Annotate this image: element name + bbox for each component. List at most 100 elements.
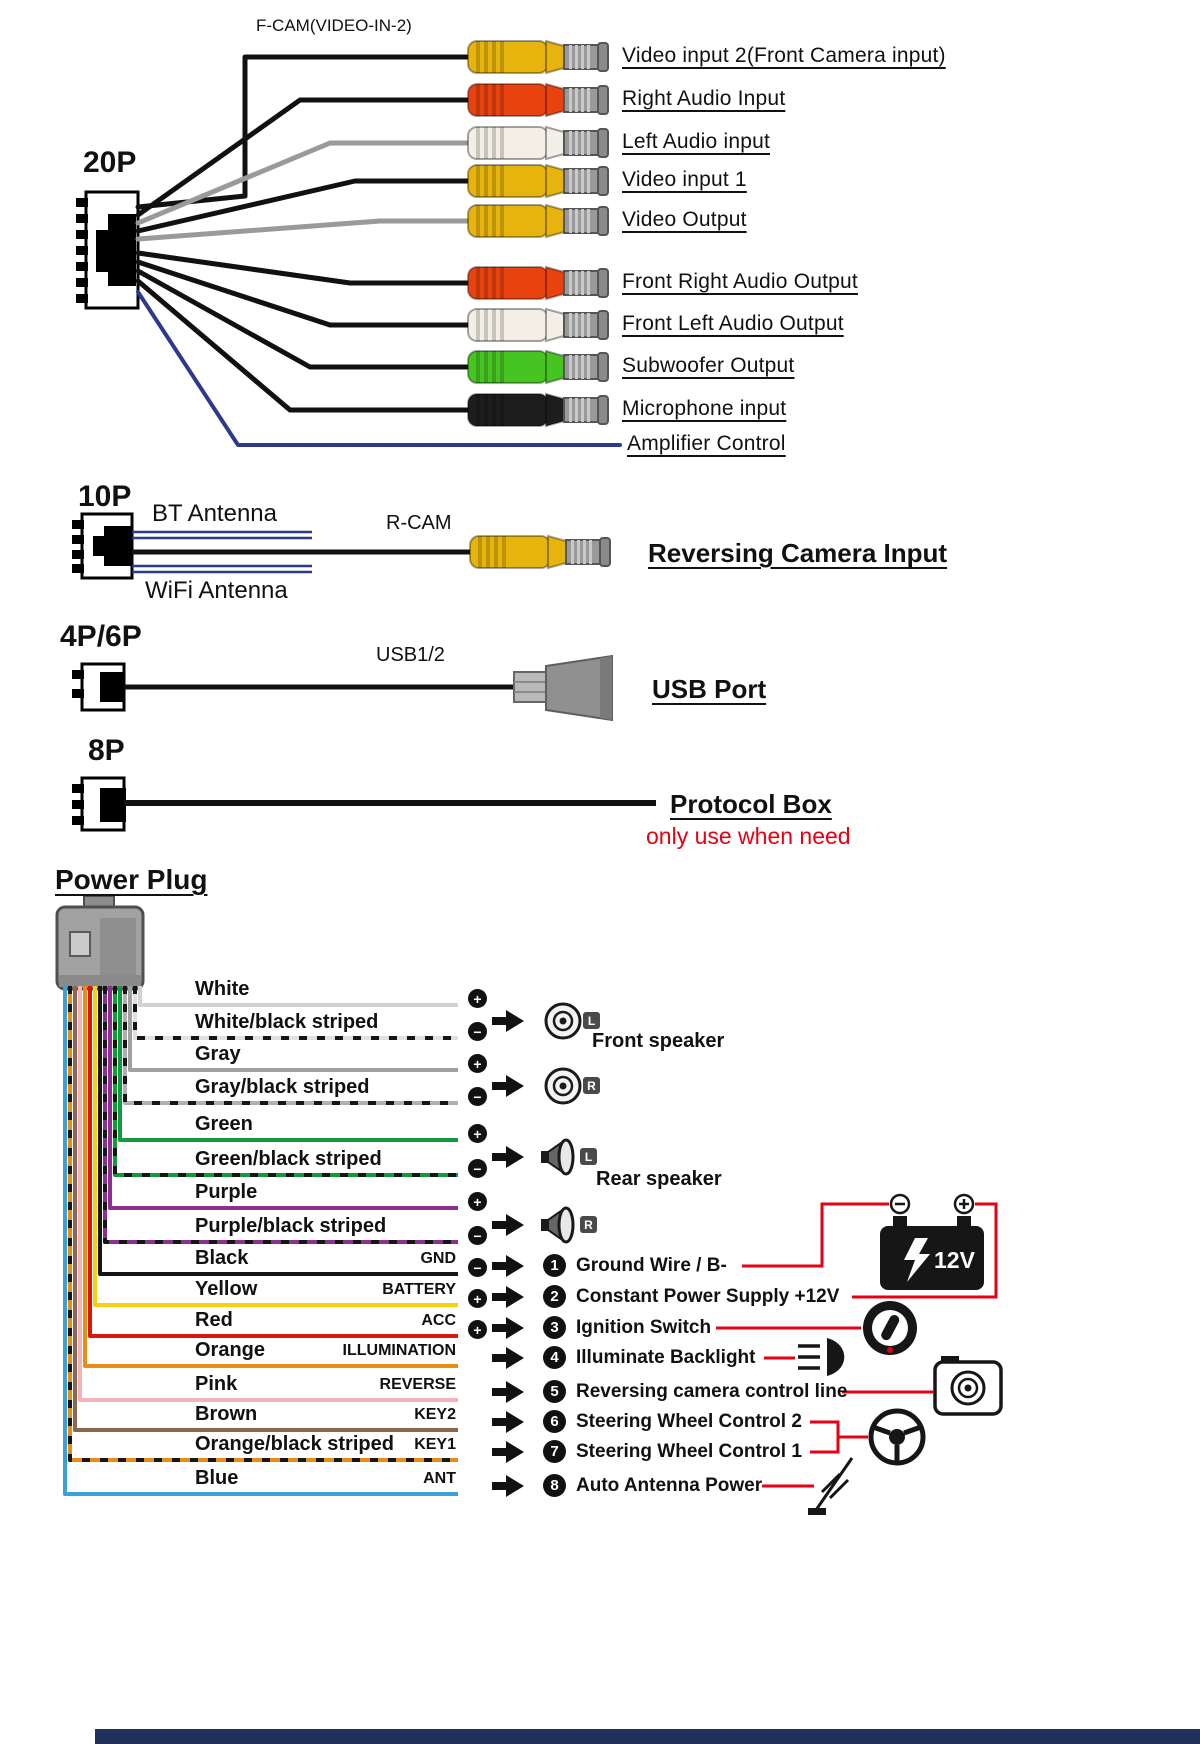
antenna-icon: [808, 1457, 854, 1515]
harness-20p-wires: [135, 54, 622, 447]
rca-left-audio-in-icon: [467, 126, 609, 160]
pin-label-gnd: GND: [420, 1250, 456, 1267]
rear-speaker-left-icon: [539, 1138, 575, 1176]
rca-video-out-icon: [467, 204, 609, 238]
rear-speaker-caption: Rear speaker: [596, 1168, 722, 1190]
power-function-1: 1 Ground Wire / B-: [543, 1254, 727, 1277]
plus-icon: +: [468, 1289, 487, 1308]
jack-label-video-out: Video Output: [622, 208, 747, 231]
rca-subwoofer-out-icon: [467, 350, 609, 384]
wire-label-black: Black: [195, 1247, 249, 1269]
function-label: Ignition Switch: [576, 1316, 712, 1338]
power-function-2: 2 Constant Power Supply +12V: [543, 1285, 839, 1308]
power-plug-title: Power Plug: [55, 864, 208, 895]
minus-icon: −: [468, 1087, 487, 1106]
pin-label-ant: ANT: [423, 1470, 456, 1487]
jack-label-video-in1: Video input 1: [622, 168, 747, 191]
battery-label: 12V: [934, 1247, 976, 1273]
pin-label-key1: KEY1: [414, 1436, 456, 1453]
bt-antenna-label: BT Antenna: [152, 500, 277, 527]
function-number-badge: 4: [543, 1346, 566, 1369]
plus-icon: +: [468, 1192, 487, 1211]
usb-wire-label: USB1/2: [376, 644, 445, 666]
rca-microphone-in-icon: [467, 393, 609, 427]
wifi-antenna-label: WiFi Antenna: [145, 577, 288, 604]
rear-camera-icon: [933, 1356, 1003, 1416]
jack-label-right-audio-in: Right Audio Input: [622, 87, 786, 110]
flow-arrows: [492, 1010, 524, 1497]
amplifier-control-wire: [136, 290, 622, 447]
pin-label-reverse: REVERSE: [379, 1376, 456, 1393]
connector-10p-label: 10P: [78, 480, 132, 513]
pin-label-acc: ACC: [421, 1312, 456, 1329]
reversing-camera-input-label: Reversing Camera Input: [648, 538, 948, 568]
connector-20p-label: 20P: [83, 146, 137, 179]
function-number-badge: 7: [543, 1440, 566, 1463]
connector-20p-icon: [76, 190, 140, 310]
minus-icon: −: [468, 1226, 487, 1245]
wire-label-green: Green: [195, 1113, 253, 1135]
wire-label-gray-black: Gray/black striped: [195, 1076, 370, 1098]
fcam-wire-label: F-CAM(VIDEO-IN-2): [256, 16, 412, 35]
channel-right-badge: R: [583, 1077, 600, 1094]
rcam-wire-label: R-CAM: [386, 512, 452, 534]
minus-icon: −: [468, 1159, 487, 1178]
connector-4p6p-icon: [72, 662, 126, 712]
ignition-switch-icon: [863, 1301, 917, 1355]
protocol-box-note: only use when need: [646, 823, 851, 849]
amplifier-control-label: Amplifier Control: [627, 432, 786, 455]
connector-10p-icon: [72, 512, 134, 580]
rear-speaker-right-icon: [539, 1206, 575, 1244]
pin-label-illumination: ILLUMINATION: [342, 1342, 456, 1359]
minus-icon: −: [468, 1258, 487, 1277]
wire-label-orange: Orange: [195, 1339, 266, 1361]
power-function-5: 5 Reversing camera control line: [543, 1380, 847, 1403]
connector-4p6p-label: 4P/6P: [60, 620, 142, 653]
jack-label-microphone-in: Microphone input: [622, 397, 787, 420]
front-speaker-left-icon: [544, 1002, 582, 1040]
function-label: Constant Power Supply +12V: [576, 1285, 840, 1307]
jack-label-left-audio-in: Left Audio input: [622, 130, 770, 153]
rca-video-in1-icon: [467, 164, 609, 198]
battery-12v-icon: 12V: [880, 1193, 984, 1290]
function-number-badge: 2: [543, 1285, 566, 1308]
wire-label-green-black: Green/black striped: [195, 1148, 382, 1170]
wire-label-purple: Purple: [195, 1181, 258, 1203]
wire-label-white: White: [195, 978, 250, 1000]
wire-label-yellow: Yellow: [195, 1278, 258, 1300]
rca-front-left-out-icon: [467, 308, 609, 342]
jack-label-front-left-out: Front Left Audio Output: [622, 312, 844, 335]
wire-label-gray: Gray: [195, 1043, 241, 1065]
backlight-icon: [798, 1338, 845, 1376]
function-label: Ground Wire / B-: [576, 1254, 727, 1276]
front-speaker-right-icon: [544, 1067, 582, 1105]
power-function-4: 4 Illuminate Backlight: [543, 1346, 755, 1369]
pin-label-battery: BATTERY: [382, 1281, 456, 1298]
plus-icon: +: [468, 989, 487, 1008]
function-label: Illuminate Backlight: [576, 1346, 756, 1368]
jack-label-front-right-out: Front Right Audio Output: [622, 270, 858, 293]
bottom-bar: [95, 1729, 1200, 1744]
rca-front-right-out-icon: [467, 266, 609, 300]
power-plug-icon: [55, 895, 145, 991]
protocol-box-label: Protocol Box: [670, 789, 832, 819]
function-label: Reversing camera control line: [576, 1380, 848, 1402]
usb-port-label: USB Port: [652, 674, 767, 704]
jack-label-video-in2: Video input 2(Front Camera input): [622, 44, 946, 67]
wire-label-blue: Blue: [195, 1467, 239, 1489]
connector-8p-label: 8P: [88, 734, 125, 767]
function-label: Steering Wheel Control 1: [576, 1440, 802, 1462]
front-speaker-caption: Front speaker: [592, 1030, 725, 1052]
function-label: Auto Antenna Power: [576, 1474, 763, 1496]
wire-label-purple-black: Purple/black striped: [195, 1215, 387, 1237]
plus-icon: +: [468, 1124, 487, 1143]
function-number-badge: 3: [543, 1316, 566, 1339]
plus-icon: +: [468, 1320, 487, 1339]
function-number-badge: 1: [543, 1254, 566, 1277]
antenna-wires: [132, 530, 312, 574]
wire-label-brown: Brown: [195, 1403, 258, 1425]
steering-wheel-icon: [868, 1408, 926, 1466]
function-number-badge: 6: [543, 1410, 566, 1433]
power-wires: [63, 986, 458, 1496]
wire-label-red: Red: [195, 1309, 233, 1331]
